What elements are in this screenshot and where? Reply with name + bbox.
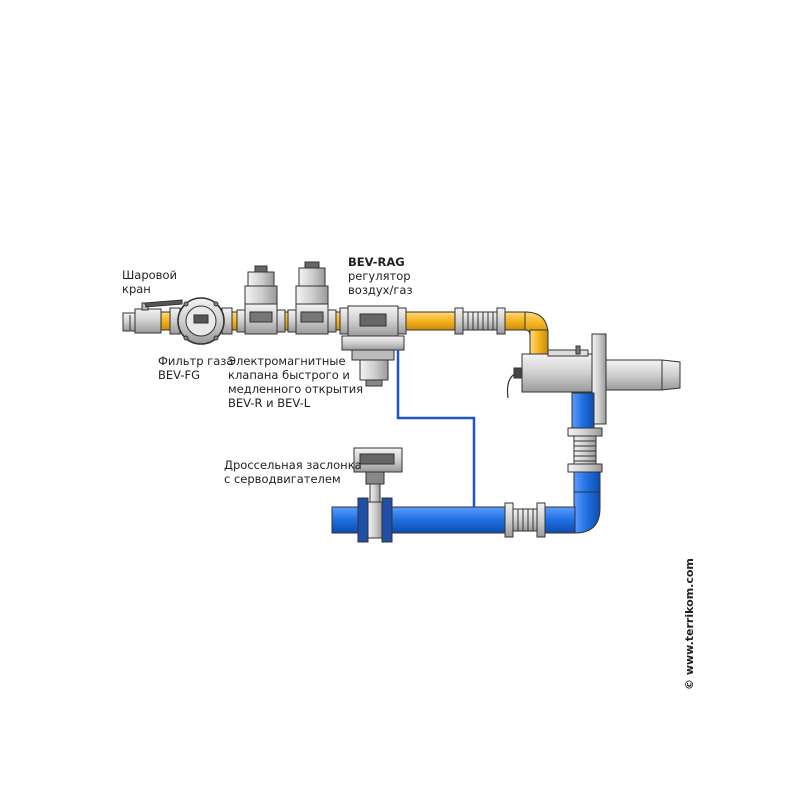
label-throttle: Дроссельная заслонка с серводвигателем [224,458,362,486]
label-solenoid-valves: Электромагнитные клапана быстрого и медл… [228,354,364,410]
regulator-bev-rag [339,305,407,387]
label-regulator: BEV-RAG регулятор воздух/газ [348,255,413,297]
burner [506,333,681,425]
throttle-valve-servo [353,447,403,543]
air-compensator-vertical [567,427,603,473]
watermark: © www.terrikom.com [683,558,696,690]
impulse-line [396,350,476,507]
solenoid-valve-slow [287,261,337,335]
label-gas-filter: Фильтр газа BEV-FG [158,354,234,382]
gas-compensator [454,307,506,335]
ball-valve [122,299,183,334]
label-ball-valve: Шаровой кран [122,268,177,296]
air-compensator-horizontal [504,502,546,538]
solenoid-valve-fast [236,265,286,335]
gas-filter-bev-fg [169,297,233,345]
